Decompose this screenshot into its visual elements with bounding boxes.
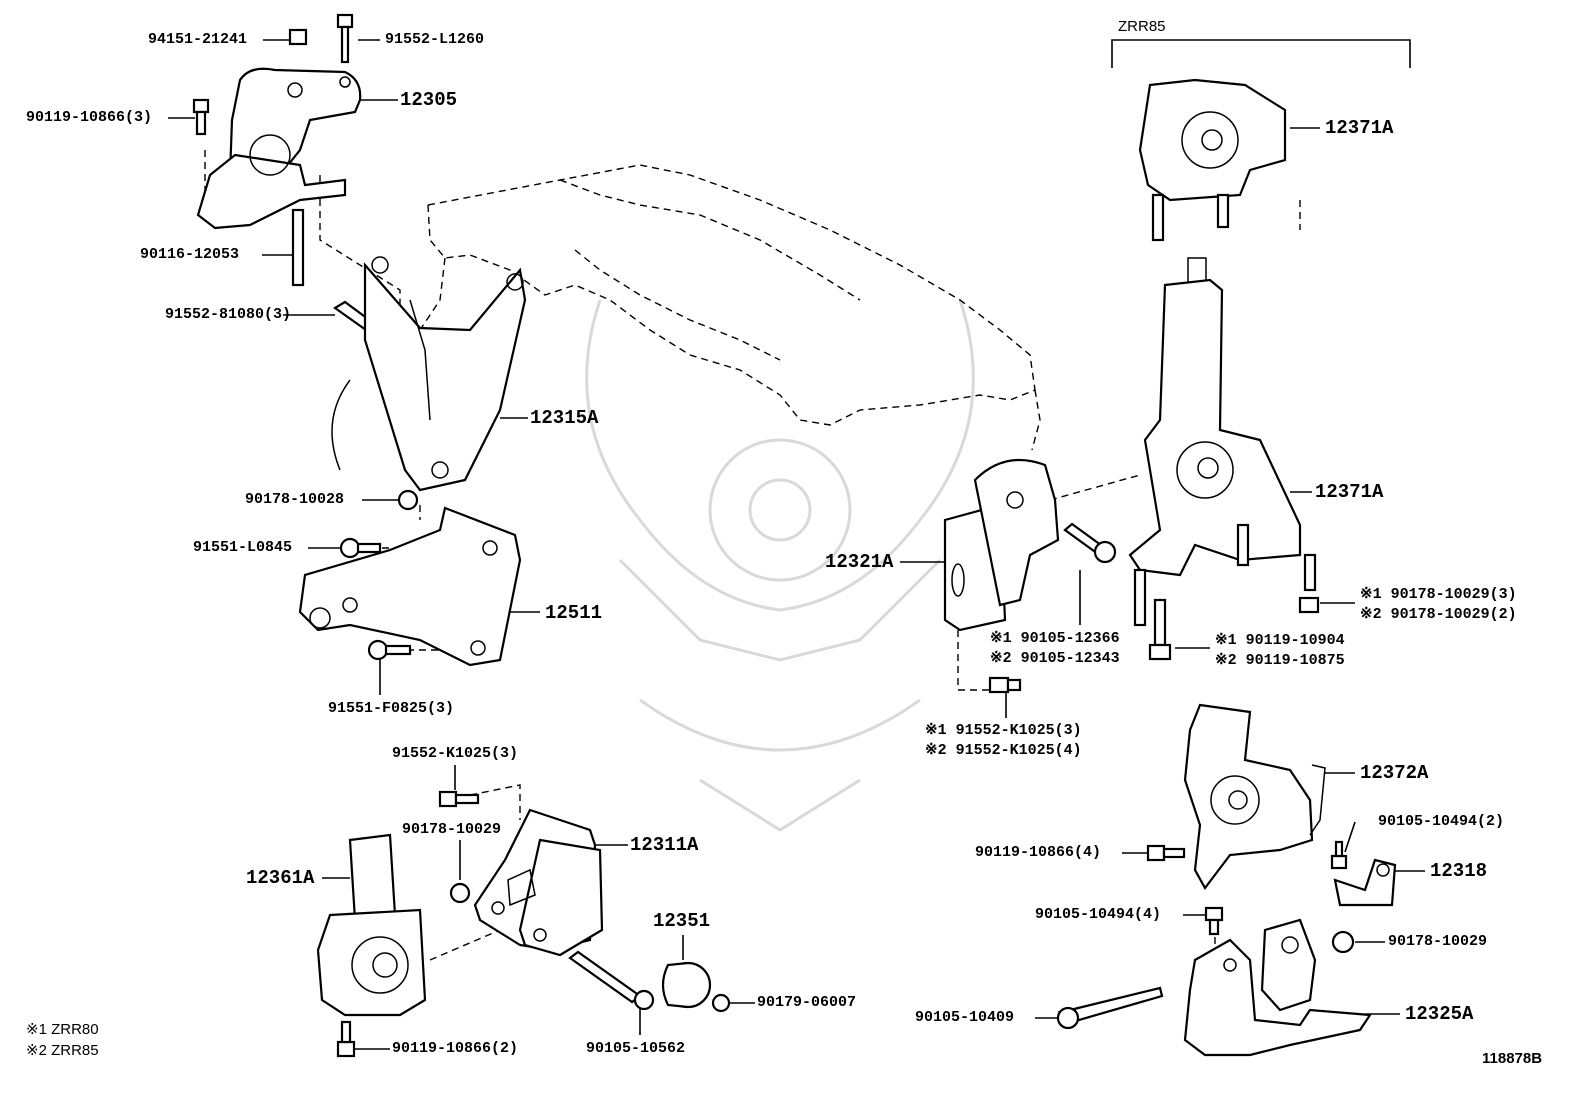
part-label: 90105-10494(2)	[1378, 813, 1505, 830]
part-12351-bushing	[661, 961, 712, 1009]
part-label: 90105-10409	[915, 1009, 1015, 1026]
part-label: 12311A	[630, 834, 699, 856]
part-label: ※1 90105-12366	[990, 630, 1120, 647]
part-label: 12372A	[1360, 762, 1429, 784]
part-label: 12361A	[246, 867, 315, 889]
part-label: 90178-10029	[402, 821, 502, 838]
part-label: ※1 90178-10029(3)	[1360, 586, 1517, 603]
part-label: 12318	[1430, 860, 1488, 882]
part-12305-mount	[196, 67, 362, 230]
part-label: ※2 90105-12343	[990, 650, 1120, 667]
part-label: 12305	[400, 89, 458, 111]
part-12372A-mount	[1183, 703, 1326, 891]
bolt-icon	[336, 1020, 356, 1058]
legend-mark: ※2	[26, 1042, 47, 1059]
bolt-icon	[988, 522, 1320, 694]
legend-text: ZRR85	[51, 1042, 99, 1059]
part-label: 12325A	[1405, 1003, 1474, 1025]
part-label: 90105-10494(4)	[1035, 906, 1162, 923]
part-label: ※2 90119-10875	[1215, 652, 1345, 669]
legend-text: ZRR80	[51, 1021, 99, 1038]
legend-entry: ※2 ZRR85	[26, 1041, 99, 1059]
part-12311A-bracket	[473, 808, 604, 957]
nut-icon	[397, 489, 419, 511]
part-label: 90178-10029	[1388, 933, 1488, 950]
part-12321A-bracket	[943, 458, 1060, 632]
figure-id: 118878B	[1482, 1050, 1543, 1067]
bolt-icon	[339, 537, 412, 661]
part-label: ※2 90178-10029(2)	[1360, 606, 1517, 623]
engine-block-outline	[419, 164, 1041, 451]
part-label: 91552-K1025(3)	[392, 745, 519, 762]
watermark-emblem	[585, 299, 975, 832]
part-label: 90178-10028	[245, 491, 345, 508]
part-label: 91552-81080(3)	[165, 306, 292, 323]
part-12315A-bracket	[331, 256, 527, 492]
part-12511-bracket	[298, 506, 522, 667]
part-12371A-top-mount	[1138, 78, 1287, 242]
part-label: 12511	[545, 602, 603, 624]
part-label: 90105-10562	[586, 1040, 686, 1057]
part-label: ※2 91552-K1025(4)	[925, 742, 1082, 759]
part-label: 12315A	[530, 407, 599, 429]
bolt-icon	[1056, 840, 1355, 1030]
part-label: 90119-10866(2)	[392, 1040, 519, 1057]
part-label: 91551-F0825(3)	[328, 700, 455, 717]
part-label: ※1 91552-K1025(3)	[925, 722, 1082, 739]
part-label: 12371A	[1315, 481, 1384, 503]
part-label: 91551-L0845	[193, 539, 293, 556]
legend-entry: ※1 ZRR80	[26, 1020, 99, 1038]
part-12318-bracket	[1333, 858, 1397, 907]
part-12371A-mid-mount	[1128, 278, 1302, 627]
bolt-icon	[438, 790, 731, 1013]
part-12325A-bracket	[1183, 918, 1372, 1057]
part-label: 90119-10866(4)	[975, 844, 1102, 861]
part-12361A-mount	[316, 833, 427, 1017]
part-label: 12371A	[1325, 117, 1394, 139]
part-label: 90116-12053	[140, 246, 240, 263]
leader-lines	[168, 39, 1425, 1050]
part-label: 94151-21241	[148, 31, 248, 48]
part-label: 90179-06007	[757, 994, 857, 1011]
part-label: 90119-10866(3)	[26, 109, 153, 126]
legend-mark: ※1	[26, 1021, 47, 1038]
part-label: 12351	[653, 910, 711, 932]
part-label: 12321A	[825, 551, 894, 573]
part-label: 91552-L1260	[385, 31, 485, 48]
part-label: ※1 90119-10904	[1215, 632, 1345, 649]
group-label: ZRR85	[1118, 18, 1166, 35]
